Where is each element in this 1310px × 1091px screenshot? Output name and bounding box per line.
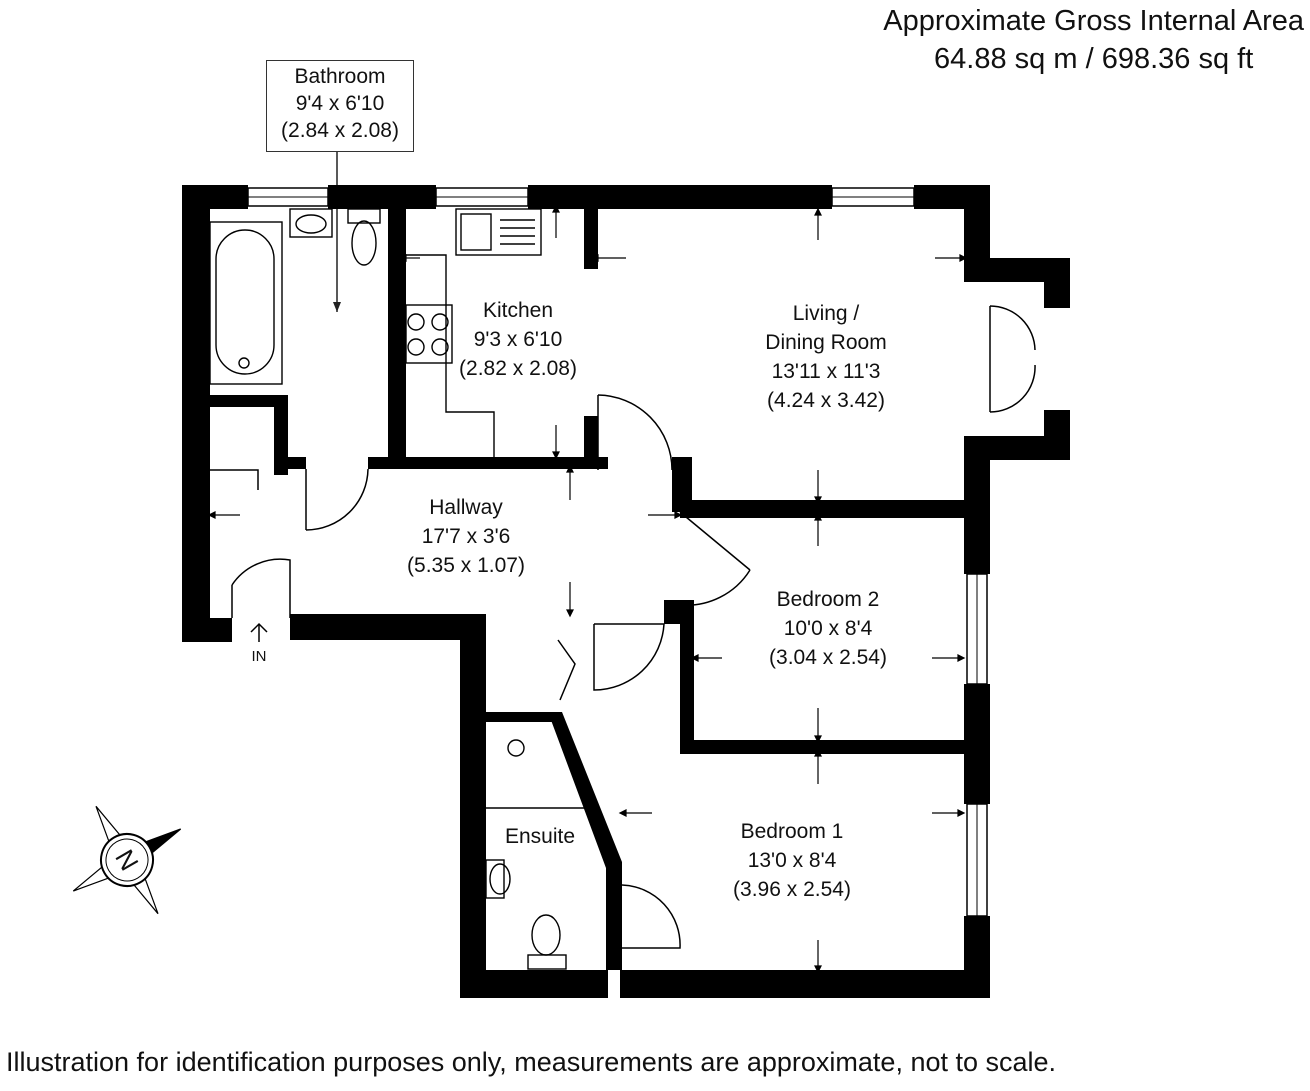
living-label: Living / Dining Room 13'11 x 11'3 (4.24 … xyxy=(765,302,886,412)
bedroom1-imperial: 13'0 x 8'4 xyxy=(748,849,837,872)
walls xyxy=(182,185,1070,998)
fixtures xyxy=(209,208,585,970)
toilet-bowl xyxy=(351,220,377,266)
kitchen-label: Kitchen 9'3 x 6'10 (2.82 x 2.08) xyxy=(459,299,577,380)
windows xyxy=(247,187,988,917)
kitchen-name: Kitchen xyxy=(483,299,553,322)
bedroom2-label: Bedroom 2 10'0 x 8'4 (3.04 x 2.54) xyxy=(769,588,887,669)
living-name-line2: Dining Room xyxy=(765,331,886,354)
ensuite-toilet-cistern xyxy=(527,954,567,970)
kitchen-imperial: 9'3 x 6'10 xyxy=(474,328,563,351)
hallway-imperial: 17'7 x 3'6 xyxy=(422,525,511,548)
bathtub xyxy=(209,221,283,385)
entrance-label: IN xyxy=(252,648,267,665)
bathroom-callout: Bathroom 9'4 x 6'10 (2.84 x 2.08) xyxy=(266,60,414,152)
area-summary: Approximate Gross Internal Area 64.88 sq… xyxy=(883,2,1304,78)
bedroom1-label: Bedroom 1 13'0 x 8'4 (3.96 x 2.54) xyxy=(733,820,851,901)
bath-drain-icon xyxy=(238,357,250,369)
bathroom-name: Bathroom xyxy=(294,65,386,88)
bathroom-imperial: 9'4 x 6'10 xyxy=(295,92,385,115)
bathtub-basin xyxy=(215,229,275,375)
compass-icon: N xyxy=(72,805,182,915)
dimension-arrows xyxy=(207,204,968,974)
ensuite-name: Ensuite xyxy=(505,825,575,848)
area-value: 64.88 sq m / 698.36 sq ft xyxy=(934,43,1254,75)
bathroom-metric: (2.84 x 2.08) xyxy=(281,119,399,142)
bathroom-sink xyxy=(289,208,333,238)
bedroom1-metric: (3.96 x 2.54) xyxy=(733,878,851,901)
bedroom1-name: Bedroom 1 xyxy=(741,820,844,843)
bedroom2-metric: (3.04 x 2.54) xyxy=(769,646,887,669)
ensuite-sink xyxy=(485,859,505,899)
hallway-label: Hallway 17'7 x 3'6 (5.35 x 1.07) xyxy=(407,496,525,577)
living-name-line1: Living / xyxy=(793,302,860,325)
living-metric: (4.24 x 3.42) xyxy=(767,389,885,412)
doors xyxy=(210,305,1036,949)
area-title: Approximate Gross Internal Area xyxy=(883,5,1304,37)
kitchen-metric: (2.82 x 2.08) xyxy=(459,357,577,380)
bedroom2-name: Bedroom 2 xyxy=(777,588,880,611)
toilet-cistern xyxy=(347,208,381,224)
ensuite-toilet-bowl xyxy=(531,914,561,956)
shower-head-icon xyxy=(507,739,525,757)
leader-arrow-icon xyxy=(333,302,341,312)
kitchen-counter xyxy=(406,254,495,457)
living-imperial: 13'11 x 11'3 xyxy=(772,360,881,383)
hallway-metric: (5.35 x 1.07) xyxy=(407,554,525,577)
kitchen-sink xyxy=(455,208,542,256)
disclaimer: Illustration for identification purposes… xyxy=(6,1047,1057,1077)
entrance-arrow-icon xyxy=(250,622,268,642)
hallway-name: Hallway xyxy=(429,496,503,519)
hob xyxy=(405,304,453,364)
bedroom2-imperial: 10'0 x 8'4 xyxy=(784,617,873,640)
